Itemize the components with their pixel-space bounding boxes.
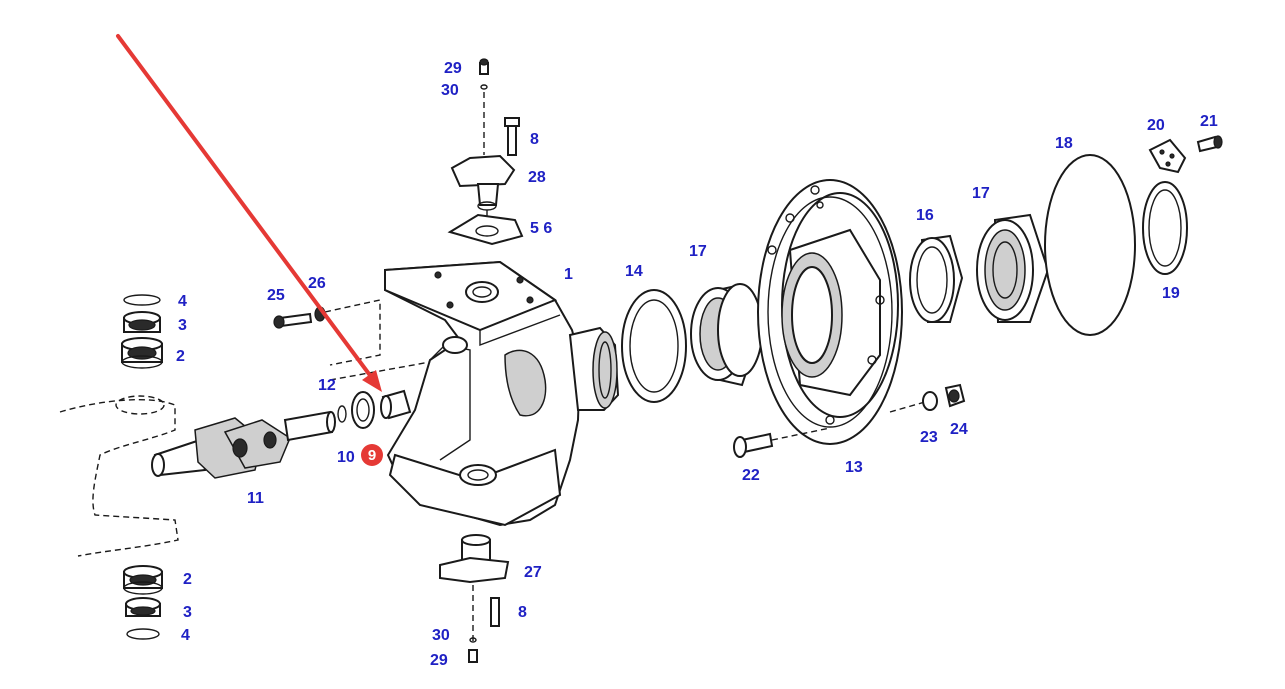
- label-2-top: 2: [176, 348, 185, 365]
- red-pointer-arrow: [116, 34, 382, 392]
- label-13: 13: [845, 459, 863, 476]
- label-8-top: 8: [530, 131, 539, 148]
- label-16: 16: [916, 207, 934, 224]
- guide-line-nut: [889, 401, 926, 413]
- label-1: 1: [564, 266, 573, 283]
- wheel-hub-13: [757, 179, 903, 445]
- label-5-6: 5 6: [530, 220, 552, 237]
- label-2-bottom: 2: [183, 571, 192, 588]
- top-cap-assembly: [447, 58, 524, 246]
- cover-plate-18: [1044, 154, 1136, 336]
- label-10: 10: [337, 449, 355, 466]
- wheel-bolt-22: [733, 427, 831, 458]
- badge-label: 9: [368, 447, 376, 464]
- part-labels: 29 30 8 28 5 6 1 26 25 4 3 2 12 10 11 14…: [176, 60, 1218, 669]
- steering-knuckle-housing: [384, 260, 620, 527]
- label-28: 28: [528, 169, 546, 186]
- label-26: 26: [308, 275, 326, 292]
- label-4-top: 4: [178, 293, 187, 310]
- seal-ring-14: [621, 289, 687, 403]
- bearing-17-left: [690, 283, 763, 387]
- drive-shaft-ujoint: [151, 410, 336, 479]
- bolt-21: [1196, 135, 1223, 153]
- label-22: 22: [742, 467, 760, 484]
- nut-23-24: [922, 383, 966, 411]
- lock-plate-20: [1148, 138, 1187, 174]
- lock-ring-19: [1142, 181, 1188, 275]
- label-11: 11: [247, 490, 264, 507]
- label-30-bottom: 30: [432, 627, 450, 644]
- label-19: 19: [1162, 285, 1180, 302]
- label-17-right: 17: [972, 185, 990, 202]
- bearing-17-right: [976, 213, 1050, 323]
- axle-beam-outline: [59, 395, 179, 557]
- label-3-top: 3: [178, 317, 187, 334]
- bolt-25: [273, 306, 326, 329]
- label-29-bottom: 29: [430, 652, 448, 669]
- label-3-bottom: 3: [183, 604, 192, 621]
- highlight-badge-9[interactable]: 9: [361, 444, 383, 466]
- bearing-stack-bottom: [123, 565, 163, 640]
- label-18: 18: [1055, 135, 1073, 152]
- label-20: 20: [1147, 117, 1165, 134]
- label-17-left: 17: [689, 243, 707, 260]
- label-21: 21: [1200, 113, 1218, 130]
- washer-seal-parts: [337, 389, 412, 429]
- label-29-top: 29: [444, 60, 462, 77]
- label-25: 25: [267, 287, 285, 304]
- label-14: 14: [625, 263, 643, 280]
- guide-line-25: [324, 299, 381, 366]
- guide-line-shaft: [329, 361, 431, 381]
- bearing-stack-top: [121, 294, 163, 369]
- bottom-cap-assembly: [439, 534, 510, 663]
- label-24: 24: [950, 421, 968, 438]
- label-4-bottom: 4: [181, 627, 190, 644]
- label-30-top: 30: [441, 82, 459, 99]
- label-27: 27: [524, 564, 542, 581]
- label-23: 23: [920, 429, 938, 446]
- label-8-bottom: 8: [518, 604, 527, 621]
- bearing-race-16: [909, 234, 964, 323]
- label-12: 12: [318, 377, 336, 394]
